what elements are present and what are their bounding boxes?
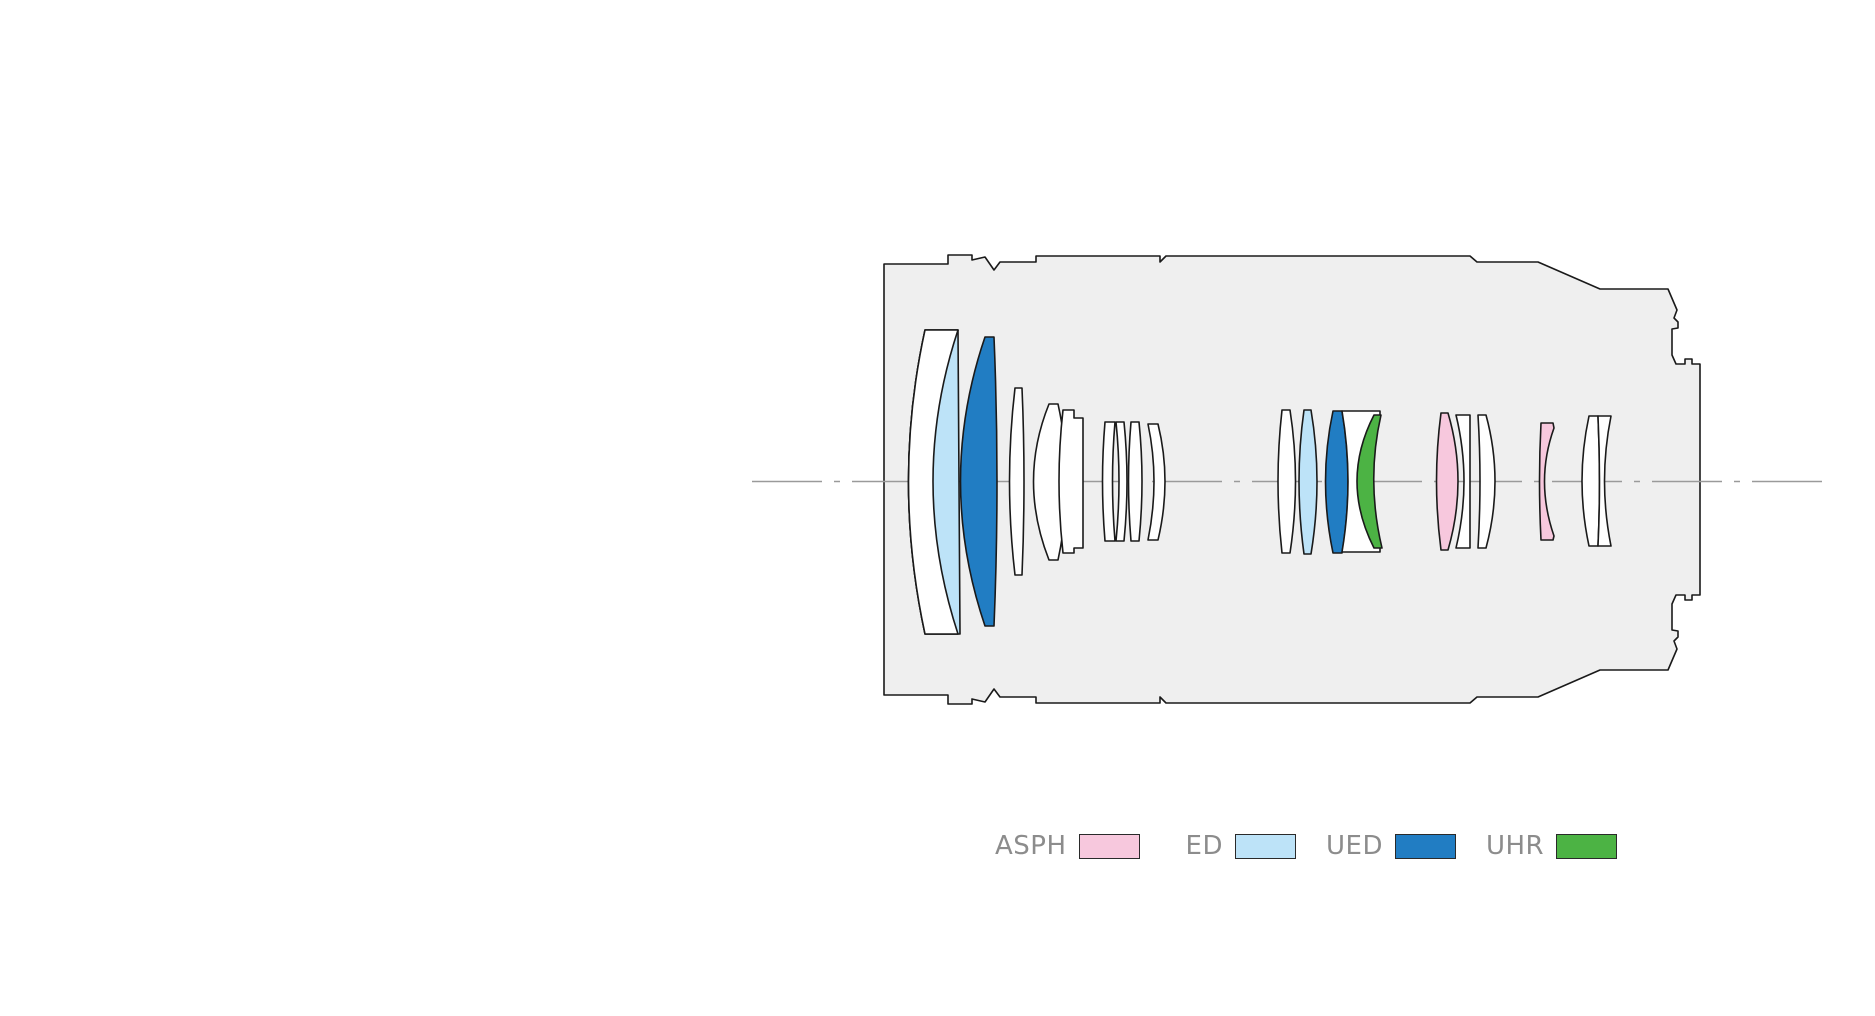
lens-element-8	[1115, 421, 1128, 542]
lens-element-6	[1058, 409, 1084, 554]
legend-swatch-ed	[1234, 833, 1296, 859]
lens-element-21	[1597, 415, 1612, 547]
legend-item-ed: ED	[1186, 831, 1296, 861]
legend-item-uhr: UHR	[1485, 831, 1618, 861]
lens-element-18	[1477, 414, 1496, 549]
material-legend: ASPH ED UED UHR	[995, 830, 1647, 862]
lens-element-4	[1008, 387, 1025, 576]
lens-element-20	[1581, 415, 1601, 547]
lens-element-12-ed	[1298, 409, 1318, 555]
legend-label-ed: ED	[1185, 831, 1223, 861]
legend-label-asph: ASPH	[995, 831, 1067, 861]
lens-element-3-ued	[959, 336, 998, 627]
legend-item-ued: UED	[1326, 831, 1456, 861]
legend-swatch-ued	[1394, 833, 1456, 859]
lens-element-10	[1147, 423, 1166, 541]
legend-label-uhr: UHR	[1485, 831, 1545, 861]
legend-swatch-asph	[1078, 833, 1140, 859]
legend-swatch-uhr	[1556, 833, 1618, 859]
lens-element-11	[1277, 409, 1297, 554]
legend-label-ued: UED	[1325, 831, 1383, 861]
lens-element-9	[1127, 421, 1143, 542]
legend-item-asph: ASPH	[995, 831, 1140, 861]
lens-element-7	[1101, 421, 1116, 542]
lens-element-2-ed-front	[907, 329, 959, 635]
lens-element-16-asph	[1435, 412, 1459, 551]
lens-element-15-uhr	[1356, 414, 1383, 549]
lens-element-17	[1455, 414, 1471, 549]
lens-element-19-asph	[1538, 422, 1555, 541]
